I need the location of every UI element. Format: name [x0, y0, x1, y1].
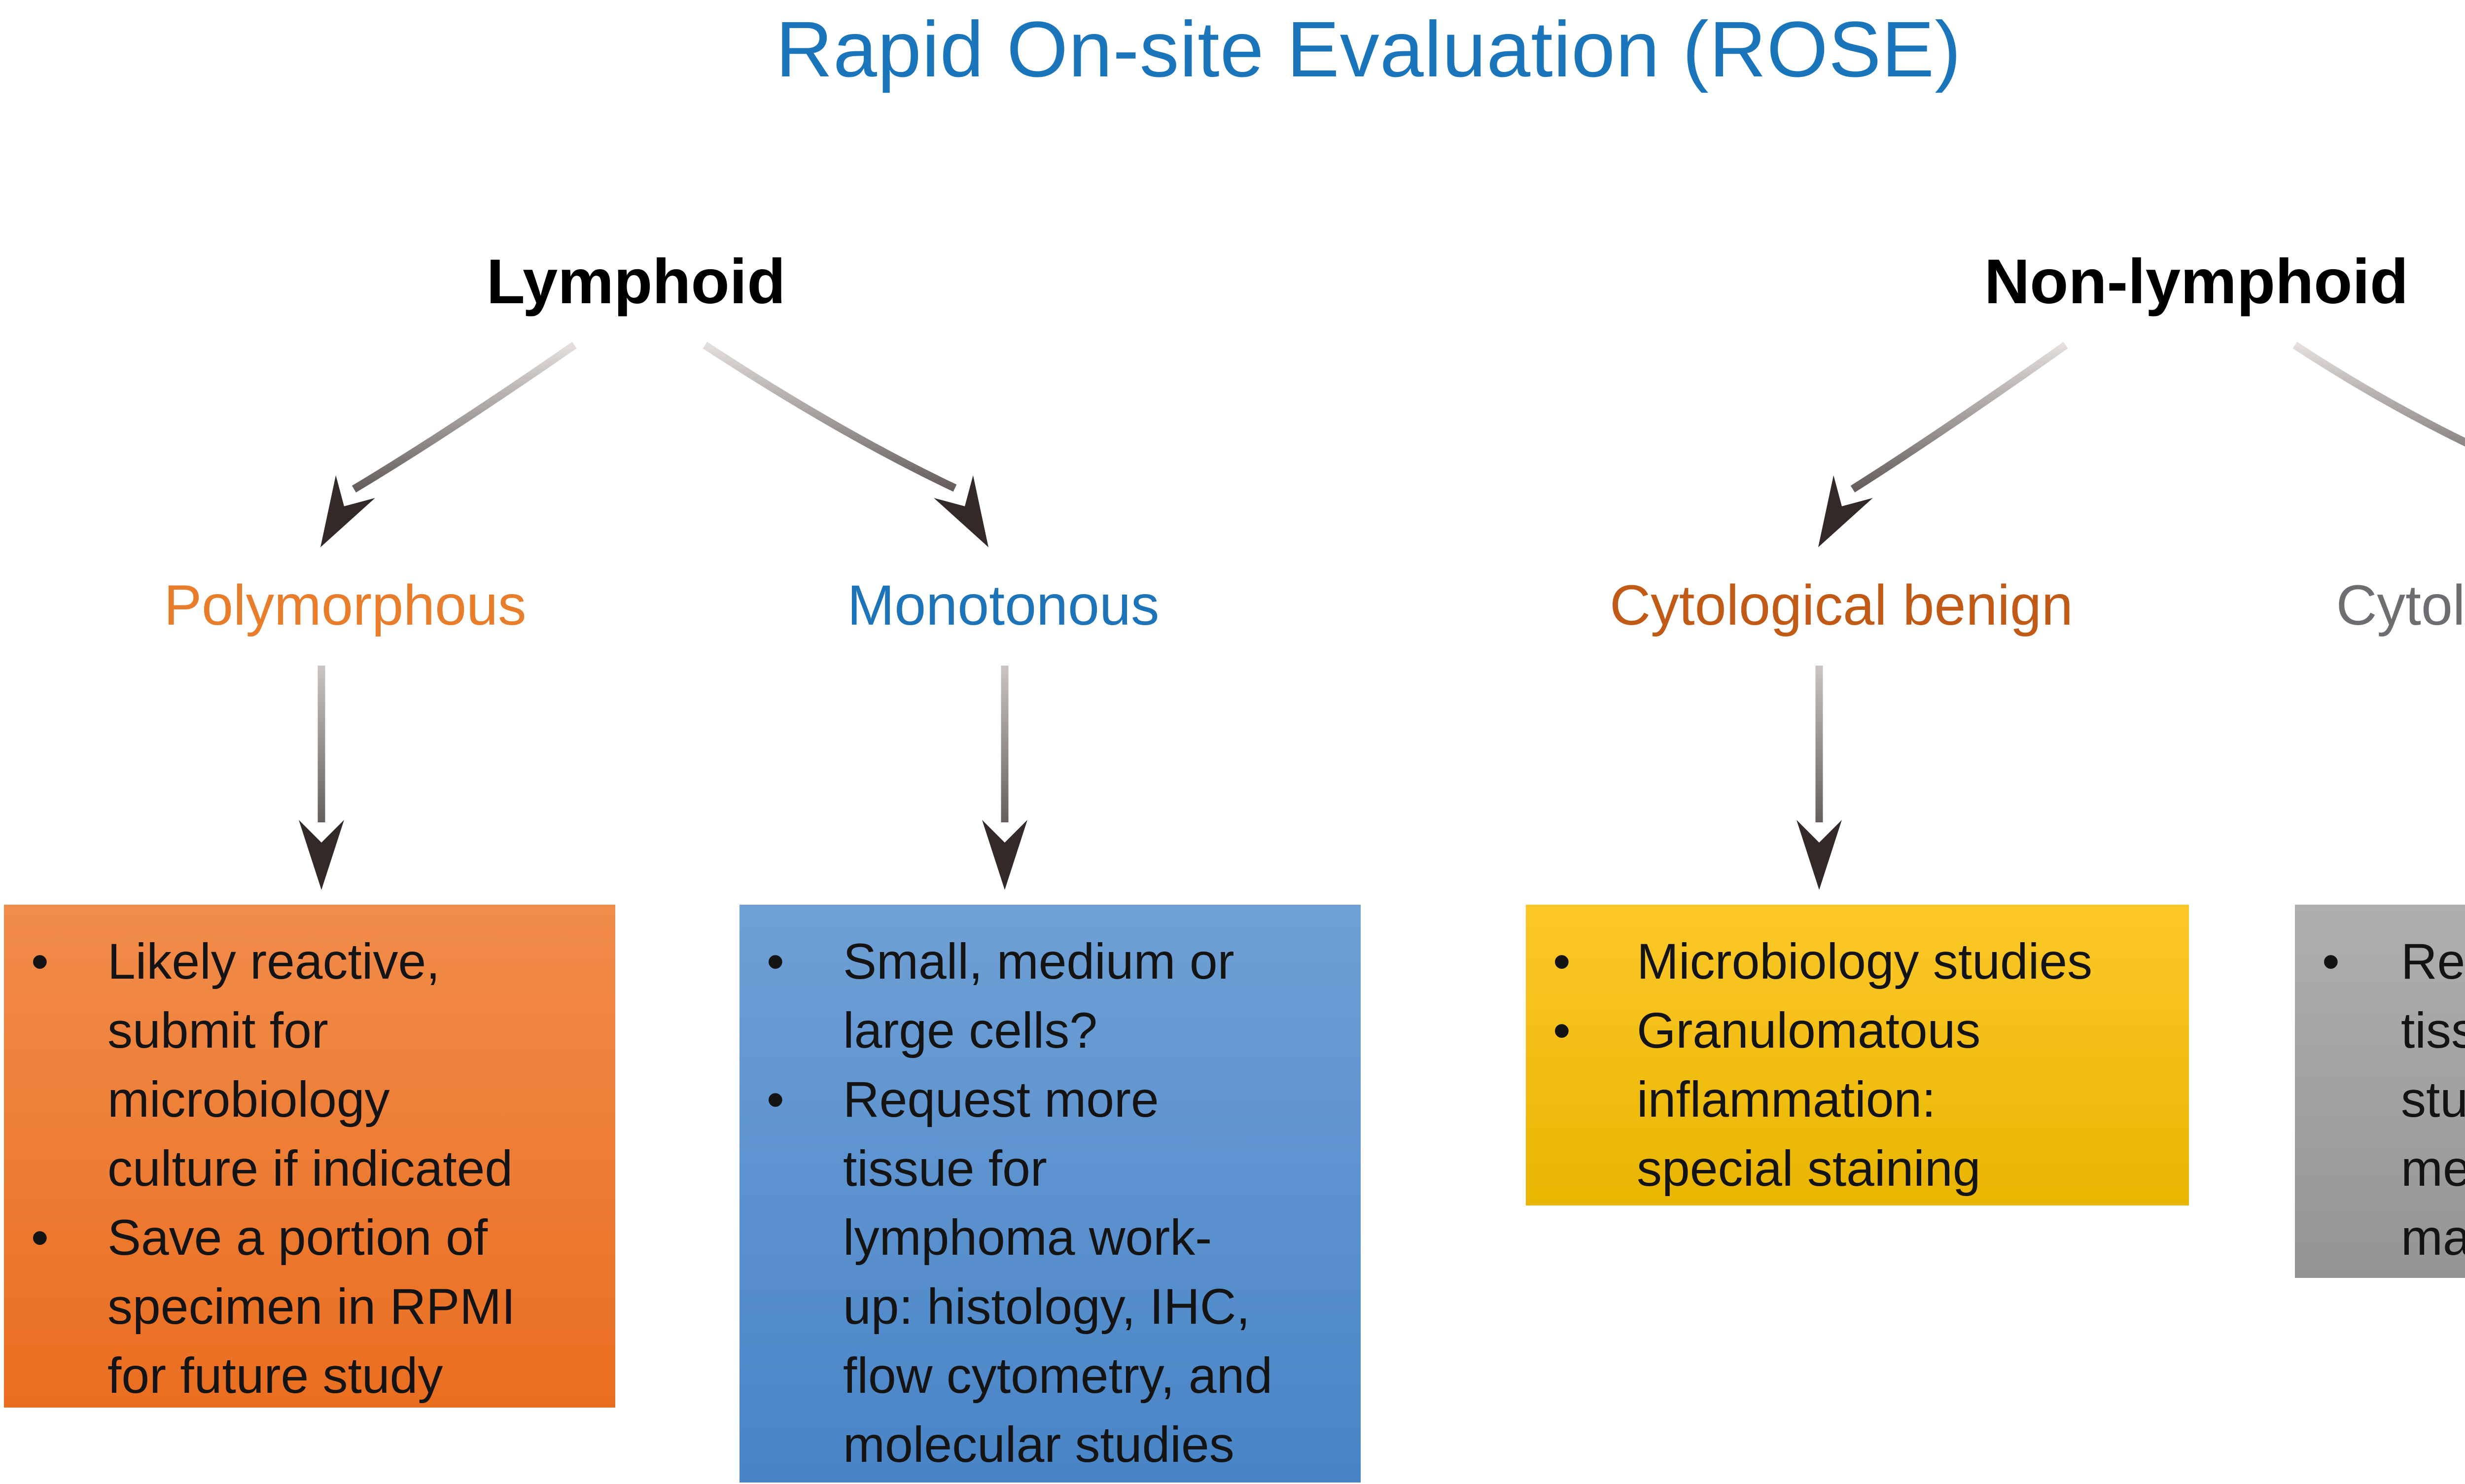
sub-label-cytological-benign: Cytological benign: [1610, 574, 2073, 637]
sub-label-monotonous: Monotonous: [847, 574, 1160, 637]
box-cytological-benign: Microbiology studies Granulomatous infla…: [1526, 905, 2189, 1205]
list-item: Request more tissue for lymphoma work-up…: [740, 1065, 1361, 1479]
curved-arrowhead-lymphoid-left: [320, 475, 375, 547]
list-item: Request more tissue for ancillary studie…: [2295, 927, 2465, 1272]
list-item: Likely reactive, submit for microbiology…: [4, 927, 615, 1203]
branch-label-lymphoid: Lymphoid: [486, 247, 786, 317]
bullet-list: Likely reactive, submit for microbiology…: [4, 905, 615, 1410]
box-cytological-malignant: Request more tissue for ancillary studie…: [2295, 905, 2465, 1278]
figure-title: Rapid On-site Evaluation (ROSE): [775, 5, 1962, 93]
down-arrowhead-cytological-benign: [1796, 820, 1842, 890]
down-arrowhead-polymorphous: [299, 820, 344, 890]
curved-arrowhead-lymphoid-right: [934, 475, 988, 547]
list-item: Microbiology studies: [1526, 927, 2189, 996]
bullet-list: Microbiology studies Granulomatous infla…: [1526, 905, 2189, 1203]
box-monotonous: Small, medium or large cells? Request mo…: [740, 905, 1361, 1483]
list-item: Save a portion of specimen in RPMI for f…: [4, 1203, 615, 1410]
curved-arrow-lymphoid-left: [352, 342, 577, 493]
curved-arrow-nonlymphoid-left: [1850, 342, 2068, 493]
curved-arrow-lymphoid-right: [703, 342, 957, 492]
curved-arrow-nonlymphoid-right: [2292, 342, 2465, 447]
sub-label-polymorphous: Polymorphous: [164, 574, 527, 637]
box-polymorphous: Likely reactive, submit for microbiology…: [4, 905, 615, 1408]
curved-arrowhead-nonlymphoid-left: [1818, 475, 1873, 547]
sub-label-cytological-malignant: Cytological malignant: [2336, 574, 2465, 637]
down-arrowhead-monotonous: [982, 820, 1027, 890]
bullet-list: Small, medium or large cells? Request mo…: [740, 905, 1361, 1479]
list-item: Granulomatous inflammation: special stai…: [1526, 996, 2189, 1203]
list-item: Small, medium or large cells?: [740, 927, 1361, 1065]
bullet-list: Request more tissue for ancillary studie…: [2295, 905, 2465, 1272]
branch-label-non-lymphoid: Non-lymphoid: [1984, 247, 2409, 317]
